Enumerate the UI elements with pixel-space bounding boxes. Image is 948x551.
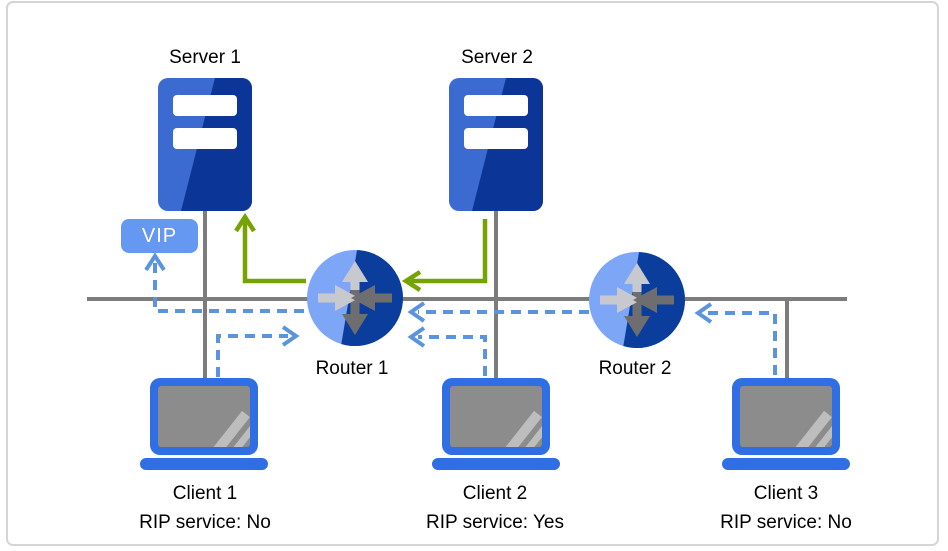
arrowhead-blue-left-2 <box>694 302 713 324</box>
vip-badge-label: VIP <box>141 224 178 247</box>
server-2-icon <box>449 78 543 211</box>
router-1-icon <box>307 250 403 346</box>
flow-router1-to-vip <box>153 261 304 313</box>
client-1-label: Client 1 <box>172 483 238 504</box>
arrowhead-green-up <box>234 212 256 233</box>
flow-client1-to-router1 <box>216 334 288 377</box>
server-1-icon <box>158 78 252 211</box>
client-2-label: Client 2 <box>462 483 528 504</box>
arrowhead-blue-right-1 <box>281 325 300 347</box>
diagram-border <box>6 1 939 546</box>
client-1-icon <box>140 378 268 470</box>
server-2-label: Server 2 <box>461 47 533 68</box>
client-3-icon <box>722 378 850 470</box>
router-2-label: Router 2 <box>598 358 672 379</box>
flow-router1-to-server1 <box>242 220 306 284</box>
arrowhead-blue-left-1 <box>407 326 426 348</box>
client-3-rip-status: RIP service: No <box>720 512 852 533</box>
vip-badge: VIP <box>121 219 198 253</box>
arrowhead-blue-up <box>144 252 166 272</box>
flow-client3-to-router2 <box>705 311 777 375</box>
flow-client2-to-router1 <box>418 335 487 376</box>
arrowhead-green-left <box>401 270 422 292</box>
client-1-rip-status: RIP service: No <box>139 512 271 533</box>
router-2-icon <box>589 252 685 348</box>
flow-server2-to-router1 <box>409 219 488 284</box>
router-1-label: Router 1 <box>315 358 389 379</box>
arrowhead-blue-left-3 <box>407 301 426 323</box>
client-2-icon <box>432 378 560 470</box>
client-3-label: Client 3 <box>753 483 819 504</box>
server-1-label: Server 1 <box>169 47 241 68</box>
client-2-rip-status: RIP service: Yes <box>425 512 565 533</box>
